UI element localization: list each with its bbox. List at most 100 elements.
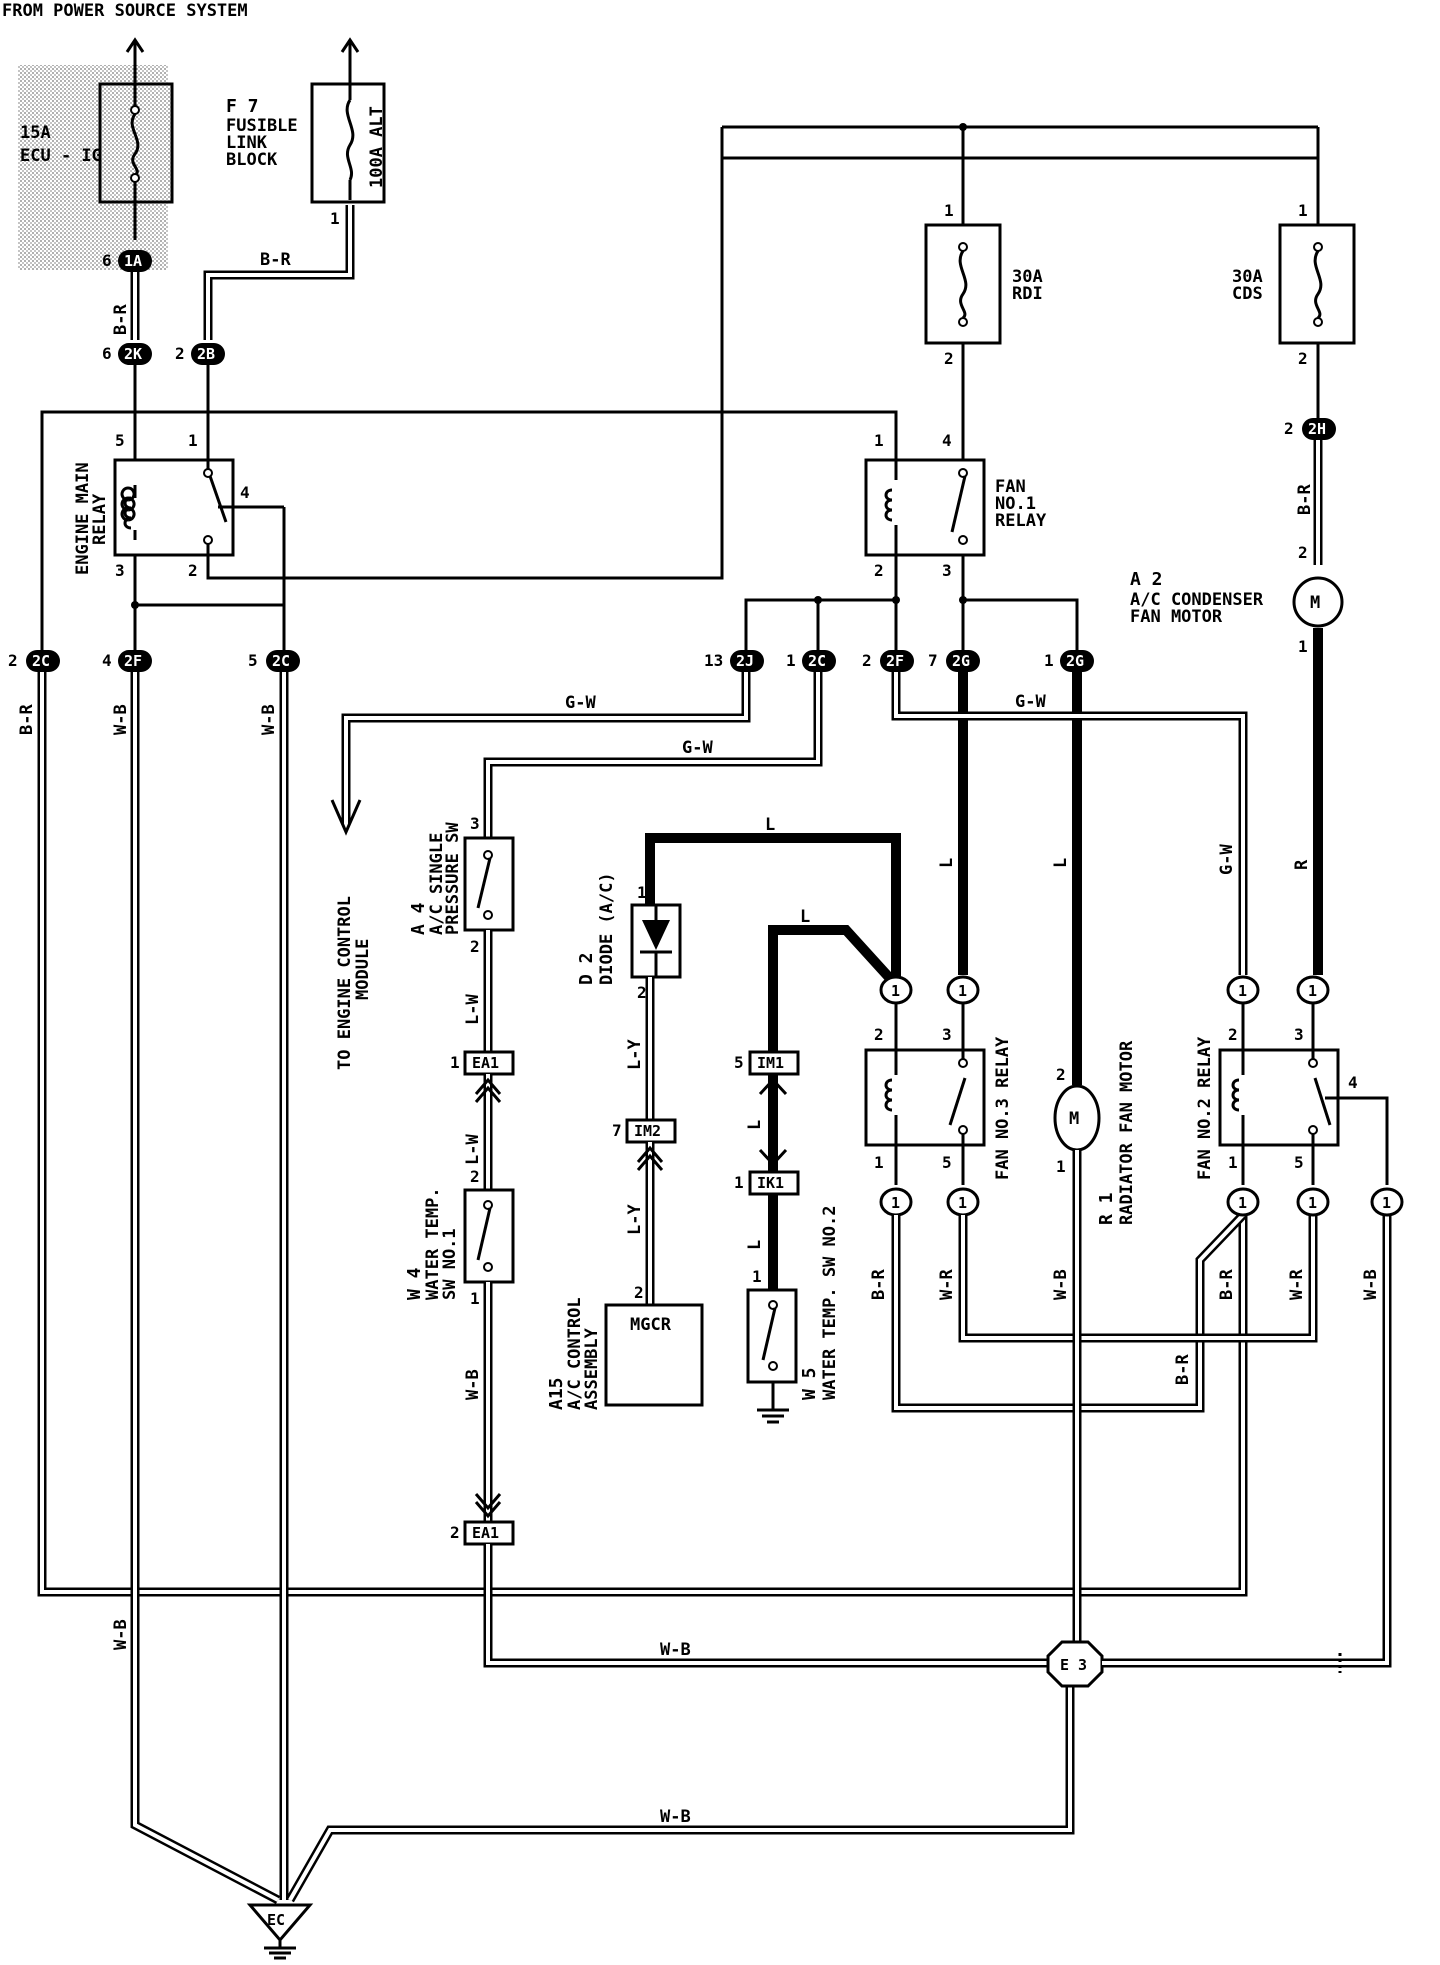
pin-label: 6 <box>102 251 112 270</box>
pressure-switch: 3 2 A 4 A/C SINGLE PRESSURE SW <box>408 814 515 956</box>
diode-a-c: 1 2 D 2 DIODE (A/C) <box>576 872 682 1002</box>
condenser-fan-line2: FAN MOTOR <box>1130 607 1223 627</box>
diode-name: DIODE (A/C) <box>597 872 617 985</box>
water-temp-switch-2: 1 W 5 WATER TEMP. SW NO.2 <box>746 1206 840 1424</box>
fan-no2-relay-name: FAN NO.2 RELAY <box>1195 1036 1215 1180</box>
wire-l-label: L <box>800 907 810 927</box>
wire-wb-label: W-B <box>1051 1269 1071 1300</box>
connector-label: 1 <box>1308 1194 1317 1212</box>
connector-2c-left: 2C 2 <box>8 650 60 672</box>
wire-gw-label: G-W <box>1217 844 1237 875</box>
wire-wb-label: W-B <box>660 1807 691 1827</box>
ground-ec: EC <box>246 1903 314 1960</box>
pin-label: 5 <box>115 431 125 450</box>
wire-gw-label: G-W <box>565 693 596 713</box>
pin-label: 2 <box>175 344 185 363</box>
pin-label: 5 <box>248 651 258 670</box>
fusible-link-line3: BLOCK <box>226 150 278 170</box>
connector-label: 1 <box>958 1194 967 1212</box>
ecu-ig-fuse-name: ECU - IG <box>20 146 102 166</box>
connector-label: 2H <box>1308 420 1326 438</box>
pin-label: 2 <box>634 1283 644 1302</box>
connector-ea1-upper: EA1 1 <box>450 1050 515 1076</box>
rdi-fuse-amps: 30A <box>1012 267 1043 287</box>
connector-label: 1 <box>958 982 967 1000</box>
wire-wb-label: W-B <box>111 1619 131 1650</box>
fusible-link-code: F 7 <box>226 96 259 117</box>
pin-label: 7 <box>612 1121 622 1140</box>
connector-2h: 2H 2 <box>1284 418 1336 440</box>
ground-e3: E 3 <box>1046 1640 1104 1688</box>
pin-label: 2 <box>8 651 18 670</box>
connector-label: IK1 <box>757 1174 784 1192</box>
cds-fuse-name: CDS <box>1232 284 1263 304</box>
motor-symbol: M <box>1310 593 1320 613</box>
wire-br-label: B-R <box>260 250 291 270</box>
connector-im2: IM2 7 <box>612 1118 677 1144</box>
ac-control-assembly: MGCR 2 A15 A/C CONTROL ASSEMBLY <box>546 1283 704 1410</box>
pin-label: 2 <box>470 937 480 956</box>
connector-im1: IM1 5 <box>734 1050 800 1076</box>
connector-label: 2K <box>124 345 142 363</box>
connector-label: 2B <box>197 345 215 363</box>
water-temp-sw1-line1: WATER TEMP. <box>423 1187 443 1300</box>
pin-label: 1 <box>944 201 954 220</box>
pin-label: 2 <box>188 561 198 580</box>
connector-1-fan3-in2: 1 <box>946 975 980 1005</box>
wire-br-label: B-R <box>17 704 37 735</box>
ecu-ig-fuse-amps: 15A <box>20 123 51 143</box>
wire-wb-label: W-B <box>1361 1269 1381 1300</box>
wire-wr-label: W-R <box>1287 1269 1307 1300</box>
pin-label: 6 <box>102 344 112 363</box>
connector-ik1: IK1 1 <box>734 1170 800 1196</box>
connector-2j: 2J 13 <box>704 650 764 672</box>
fan-no1-relay-line3: RELAY <box>995 511 1047 531</box>
wire-br-label: B-R <box>111 304 131 335</box>
connector-2k: 2K 6 <box>102 343 152 365</box>
wire-gw-label: G-W <box>682 738 713 758</box>
pin-label: 3 <box>942 561 952 580</box>
cds-fuse-amps: 30A <box>1232 267 1263 287</box>
pin-label: 5 <box>734 1053 744 1072</box>
wire-wb-label: W-B <box>463 1369 483 1400</box>
pin-label: 2 <box>470 1167 480 1186</box>
ac-control-box-label: MGCR <box>630 1315 672 1335</box>
ground-label: EC <box>267 1911 285 1929</box>
connector-label: 2J <box>736 652 754 670</box>
fan-no3-relay-name: FAN NO.3 RELAY <box>993 1036 1013 1180</box>
water-temp-sw1-line2: SW NO.1 <box>440 1228 460 1300</box>
pin-label: 2 <box>1228 1025 1238 1044</box>
fan-no1-relay-line1: FAN <box>995 477 1026 497</box>
connector-label: IM1 <box>757 1054 784 1072</box>
pin-label: 1 <box>1044 651 1054 670</box>
connector-2g-left: 2G 7 <box>928 650 980 672</box>
fan-no1-relay-line2: NO.1 <box>995 494 1036 514</box>
connector-label: 2C <box>272 652 290 670</box>
connector-1-fan2-in1: 1 <box>1226 975 1260 1005</box>
pin-label: 1 <box>1228 1153 1238 1172</box>
wire-br-label: B-R <box>869 1269 889 1300</box>
condenser-fan-code: A 2 <box>1130 569 1163 590</box>
connector-label: 1 <box>1238 1194 1247 1212</box>
fan-no1-relay: 1 4 2 3 FAN NO.1 RELAY <box>864 431 1047 580</box>
connector-1-fan2-out2: 1 <box>1296 1187 1330 1217</box>
rdi-fuse-name: RDI <box>1012 284 1043 304</box>
fusible-link-line1: FUSIBLE <box>226 116 298 136</box>
wire-lw-label: L-W <box>463 1134 483 1165</box>
connector-label: 2G <box>952 652 970 670</box>
connector-1-fan2-out1: 1 <box>1226 1187 1260 1217</box>
pin-label: 3 <box>1294 1025 1304 1044</box>
connector-label: EA1 <box>472 1524 499 1542</box>
pin-label: 1 <box>637 883 647 902</box>
fusible-link-rating: 100A ALT <box>367 106 387 188</box>
wire-ly-label: L-Y <box>625 1204 645 1235</box>
ecu-ig-fuse: 15A ECU - IG <box>18 37 174 270</box>
connector-label: EA1 <box>472 1054 499 1072</box>
rdi-fuse: 1 2 30A RDI <box>924 201 1043 368</box>
fan-no2-relay: 2 3 4 1 5 FAN NO.2 RELAY <box>1195 1003 1389 1185</box>
water-temp-sw2-name: WATER TEMP. SW NO.2 <box>820 1206 840 1400</box>
water-temp-sw1-code: W 4 <box>404 1267 425 1300</box>
connector-1-fan3-in1: 1 <box>879 975 913 1005</box>
wire-ly-label: L-Y <box>625 1039 645 1070</box>
wire-br-label: B-R <box>1173 1354 1193 1385</box>
